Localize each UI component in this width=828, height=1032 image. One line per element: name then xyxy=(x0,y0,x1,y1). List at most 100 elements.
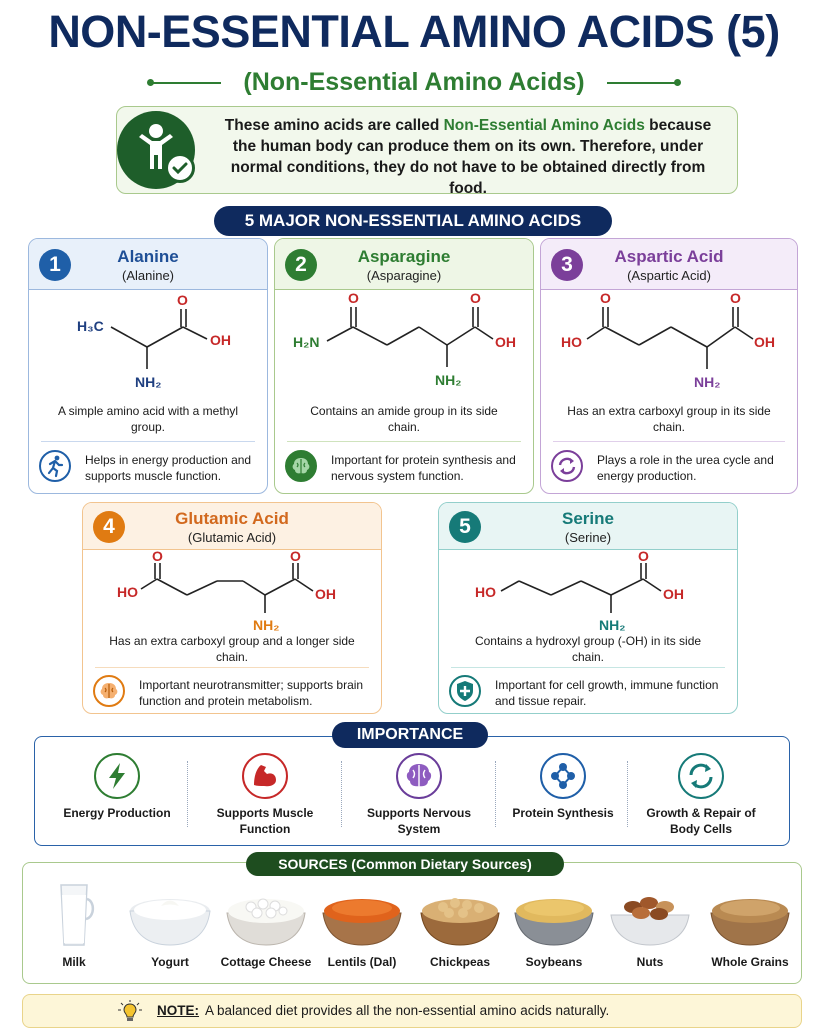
acid-name: Alanine xyxy=(117,247,179,266)
acid-description: A simple amino acid with a methyl group. xyxy=(57,404,239,434)
acid-card-aspartic-acid: 3 Aspartic Acid (Aspartic Acid) HO O O O… xyxy=(540,238,798,494)
card-number-badge: 3 xyxy=(551,249,583,281)
acid-function: Important for cell growth, immune functi… xyxy=(495,678,719,708)
chickpeas-bowl-icon xyxy=(417,879,503,949)
importance-item-protein: Protein Synthesis xyxy=(493,753,633,821)
source-label: Chickpeas xyxy=(429,955,491,969)
source-label: Soybeans xyxy=(525,955,583,969)
source-label: Yogurt xyxy=(151,955,189,969)
intro-box: These amino acids are called Non-Essenti… xyxy=(116,106,738,197)
chem-label-nh2: NH₂ xyxy=(694,374,720,390)
importance-label: Supports Muscle Function xyxy=(216,806,314,836)
acid-subname: (Serine) xyxy=(564,530,612,545)
chem-label-ho: HO xyxy=(475,584,496,600)
acid-card-asparagine: 2 Asparagine (Asparagine) H₂N O O OH NH₂… xyxy=(274,238,534,494)
source-item-chickpeas: Chickpeas xyxy=(413,879,507,969)
importance-item-growth: Growth & Repair of Body Cells xyxy=(631,753,771,837)
source-label: Lentils (Dal) xyxy=(327,955,397,969)
source-label: Whole Grains xyxy=(711,955,789,969)
brain-icon xyxy=(285,450,317,482)
subtitle-rule-right xyxy=(606,78,681,86)
lightning-icon xyxy=(94,753,140,799)
chem-label-oh: OH xyxy=(495,334,516,350)
asparagine-structure-diagram: H₂N O O OH NH₂ xyxy=(293,291,516,388)
glutamic-acid-structure-diagram: HO O O OH NH₂ xyxy=(117,551,336,633)
importance-separator xyxy=(187,761,188,827)
acid-name: Aspartic Acid xyxy=(614,247,724,266)
card-header: 5 Serine (Serine) xyxy=(439,503,737,550)
major-acids-heading: 5 MAJOR NON-ESSENTIAL AMINO ACIDS xyxy=(214,206,612,236)
chem-label-oh: OH xyxy=(663,586,684,602)
importance-section: Energy Production Supports Muscle Functi… xyxy=(34,736,790,846)
chem-label-o: O xyxy=(600,291,611,306)
brain-icon xyxy=(93,675,125,707)
source-item-cottage-cheese: Cottage Cheese xyxy=(219,879,313,969)
card-divider xyxy=(41,441,255,442)
chem-label-oh: OH xyxy=(315,586,336,602)
nuts-bowl-icon xyxy=(607,879,693,949)
importance-item-muscle: Supports Muscle Function xyxy=(195,753,335,837)
page-subtitle: (Non-Essential Amino Acids) xyxy=(243,68,585,96)
cottage-cheese-bowl-icon xyxy=(223,879,309,949)
importance-heading: IMPORTANCE xyxy=(332,722,488,748)
importance-separator xyxy=(495,761,496,827)
chem-label-o: O xyxy=(470,291,481,306)
intro-text: These amino acids are called Non-Essenti… xyxy=(213,115,723,199)
importance-separator xyxy=(341,761,342,827)
source-item-milk: Milk xyxy=(27,879,121,969)
card-divider xyxy=(95,667,369,668)
chem-label-o: O xyxy=(290,551,301,564)
source-item-whole-grains: Whole Grains xyxy=(703,879,797,969)
acid-function: Helps in energy production and supports … xyxy=(85,453,252,483)
card-header: 2 Asparagine (Asparagine) xyxy=(275,239,533,290)
importance-item-energy: Energy Production xyxy=(47,753,187,821)
note-text: A balanced diet provides all the non-ess… xyxy=(205,1003,610,1018)
source-label: Cottage Cheese xyxy=(220,955,312,969)
alanine-structure-diagram: H₃C O OH NH₂ xyxy=(77,292,231,390)
acid-name: Asparagine xyxy=(357,247,451,266)
chem-label-o: O xyxy=(348,291,359,306)
acid-description: Has an extra carboxyl group and a longer… xyxy=(109,634,355,664)
card-divider xyxy=(553,441,785,442)
importance-label: Growth & Repair of Body Cells xyxy=(646,806,756,836)
lentils-bowl-icon xyxy=(319,879,405,949)
card-number-badge: 5 xyxy=(449,511,481,543)
card-number-badge: 1 xyxy=(39,249,71,281)
acid-description: Contains a hydroxyl group (-OH) in its s… xyxy=(474,634,702,664)
acid-card-alanine: 1 Alanine (Alanine) H₃C O OH NH₂ A simpl… xyxy=(28,238,268,494)
acid-function: Important neurotransmitter; supports bra… xyxy=(139,678,364,708)
running-person-icon xyxy=(39,450,71,482)
sources-section: Milk Yogurt Cottage Cheese Lentils (Dal)… xyxy=(22,862,802,984)
source-item-nuts: Nuts xyxy=(603,879,697,969)
chem-label-o: O xyxy=(638,551,649,564)
yogurt-bowl-icon xyxy=(127,879,213,949)
note-text-row: NOTE:A balanced diet provides all the no… xyxy=(157,1003,609,1018)
intro-highlight: Non-Essential Amino Acids xyxy=(443,117,645,134)
importance-label: Protein Synthesis xyxy=(512,806,614,820)
chem-label-nh2: NH₂ xyxy=(435,372,461,388)
serine-structure-diagram: HO O OH NH₂ xyxy=(475,551,684,633)
card-number-badge: 4 xyxy=(93,511,125,543)
chem-label-o: O xyxy=(730,291,741,306)
importance-label: Supports Nervous System xyxy=(366,806,471,836)
lightbulb-icon xyxy=(118,1000,142,1021)
card-divider xyxy=(287,441,521,442)
chem-label-o: O xyxy=(177,292,188,308)
subtitle-row: (Non-Essential Amino Acids) xyxy=(0,68,828,97)
chem-label-nh2: NH₂ xyxy=(135,374,161,390)
brain-icon xyxy=(396,753,442,799)
acid-subname: (Alanine) xyxy=(121,268,175,283)
acid-subname: (Glutamic Acid) xyxy=(187,530,277,545)
acid-function: Important for protein synthesis and nerv… xyxy=(331,453,516,483)
importance-item-nervous: Supports Nervous System xyxy=(349,753,489,837)
card-number-badge: 2 xyxy=(285,249,317,281)
cycle-arrows-icon xyxy=(678,753,724,799)
aspartic-acid-structure-diagram: HO O O OH NH₂ xyxy=(561,291,775,390)
card-header: 3 Aspartic Acid (Aspartic Acid) xyxy=(541,239,797,290)
acid-subname: (Asparagine) xyxy=(366,268,442,283)
acid-description: Contains an amide group in its side chai… xyxy=(310,404,498,434)
shield-plus-icon xyxy=(449,675,481,707)
importance-separator xyxy=(627,761,628,827)
muscle-arm-icon xyxy=(242,753,288,799)
